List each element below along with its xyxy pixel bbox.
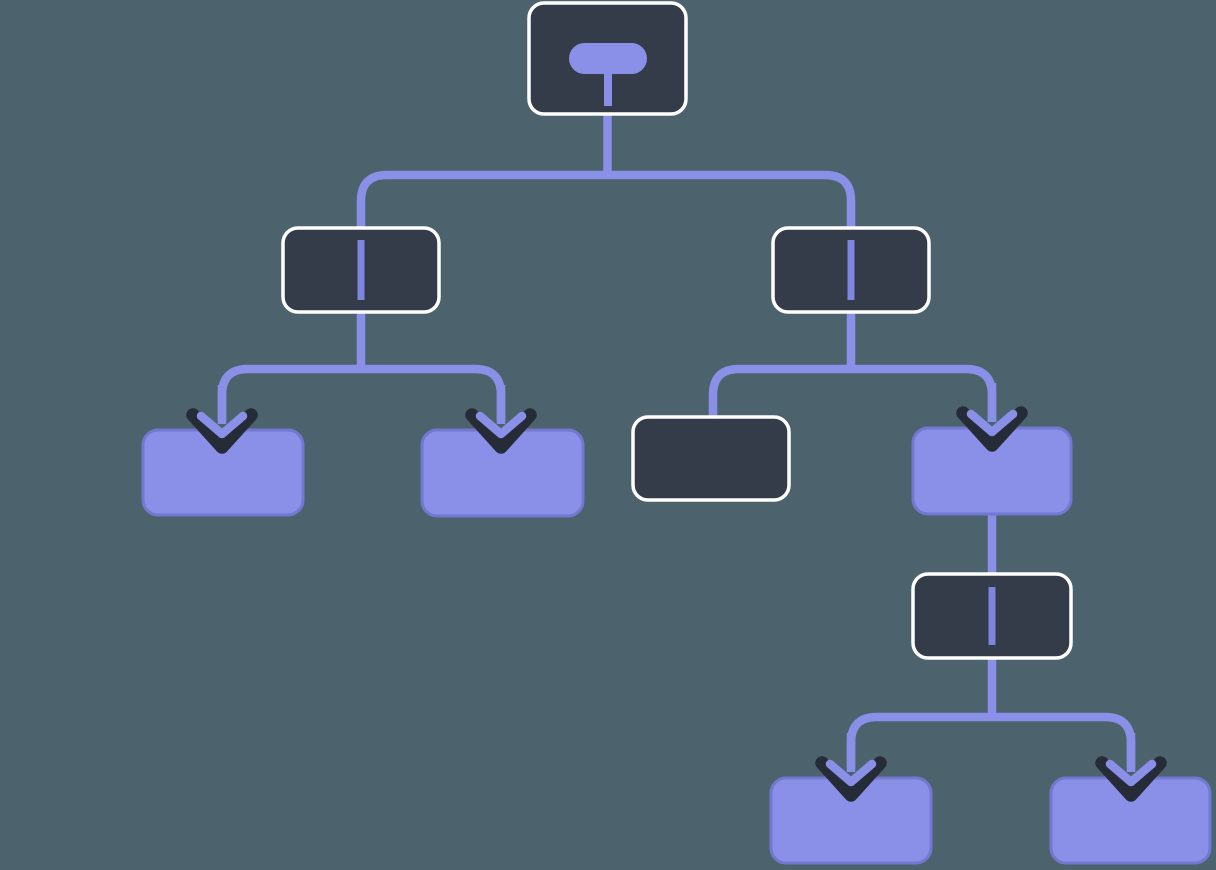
drop-arrow-icon-arrow-leaf-left-1: [186, 385, 258, 454]
dark-chevron-icon: [186, 408, 258, 454]
dark-chevron-icon: [1095, 756, 1167, 802]
purple-chevron-icon: [825, 759, 877, 787]
tree-node-leaf-dark[interactable]: [631, 415, 791, 502]
dark-chevron-icon: [815, 756, 887, 802]
drop-arrow-icon-arrow-leaf-bottom-1: [815, 733, 887, 802]
drop-arrow-icon-arrow-leaf-left-2: [465, 385, 537, 454]
connector-edge-tee-top: [356, 170, 856, 234]
purple-chevron-icon: [475, 411, 527, 439]
connector-edge-tee-bottom: [846, 712, 1136, 768]
dark-chevron-icon: [956, 406, 1028, 452]
purple-chevron-icon: [966, 409, 1018, 437]
connector-edge-tee-left: [217, 364, 506, 421]
drop-arrow-icon-arrow-leaf-right: [956, 383, 1028, 452]
purple-chevron-icon: [1105, 759, 1157, 787]
purple-chevron-icon: [196, 411, 248, 439]
root-pill-stem: [604, 70, 612, 106]
drop-arrow-icon-arrow-leaf-bottom-2: [1095, 733, 1167, 802]
root-pill-icon: [569, 43, 647, 74]
dark-chevron-icon: [465, 408, 537, 454]
